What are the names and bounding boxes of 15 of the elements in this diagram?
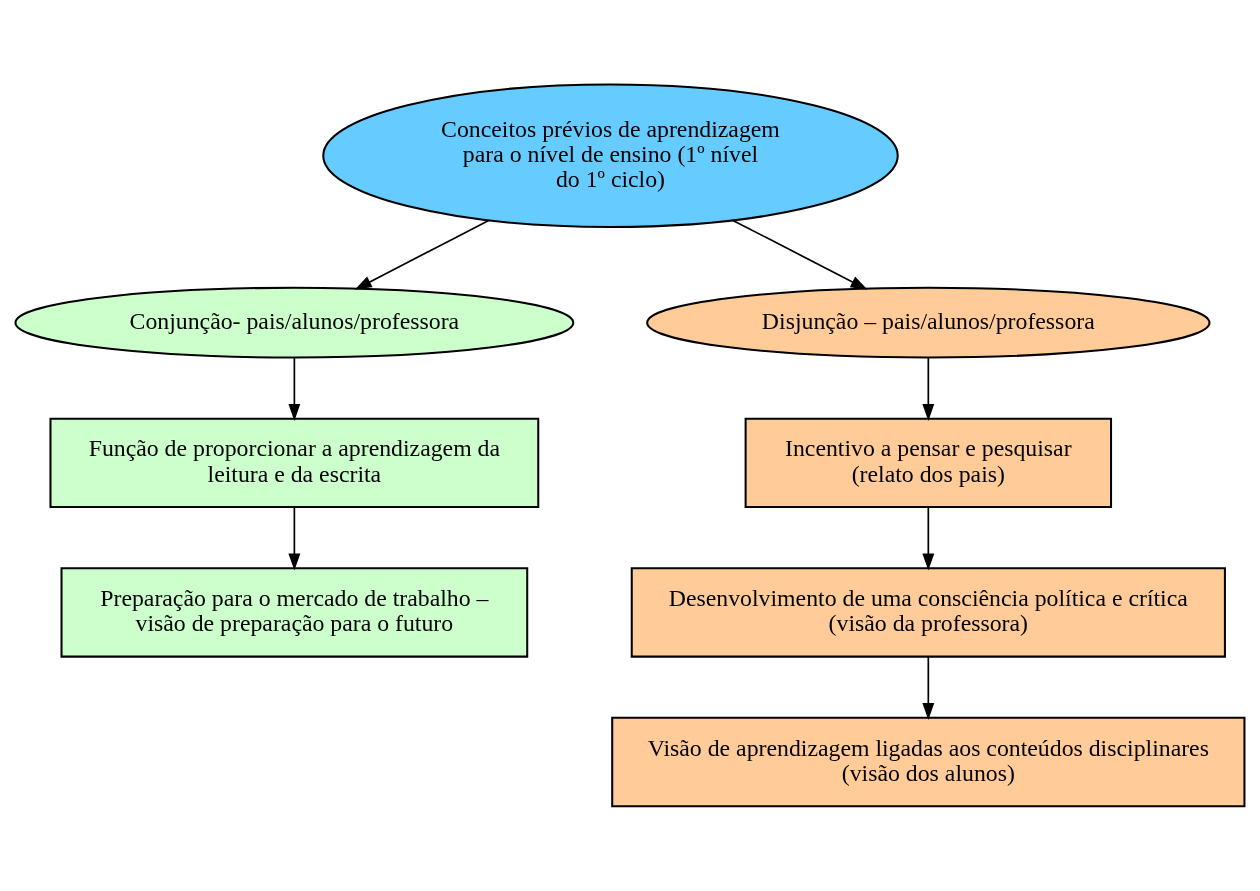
node-ellipse: Disjunção – pais/alunos/professora — [646, 286, 1211, 359]
arrow — [288, 357, 301, 421]
arrow — [731, 219, 868, 290]
node-box: Visão de aprendizagem ligadas aos conteúdos disciplinares (visão dos alunos) — [611, 716, 1246, 808]
arrow — [922, 506, 935, 571]
node-box: Preparação para o mercado de trabalho – visão de preparação para o futuro — [60, 567, 529, 658]
node-ellipse: Conjunção- pais/alunos/professora — [14, 286, 575, 359]
node-ellipse: Conceitos prévios de aprendizagem para o nível de ensino (1º nível do 1º ciclo) — [322, 83, 899, 228]
node-box: Incentivo a pensar e pesquisar (relato dos pais) — [744, 417, 1113, 509]
arrow — [922, 357, 935, 421]
node-box: Função de proporcionar a aprendizagem da leitura e da escrita — [49, 417, 540, 509]
arrow — [354, 219, 491, 290]
arrow — [288, 506, 301, 571]
node-box: Desenvolvimento de uma consciência política e crítica (visão da professora) — [630, 567, 1226, 658]
arrow — [922, 656, 935, 721]
